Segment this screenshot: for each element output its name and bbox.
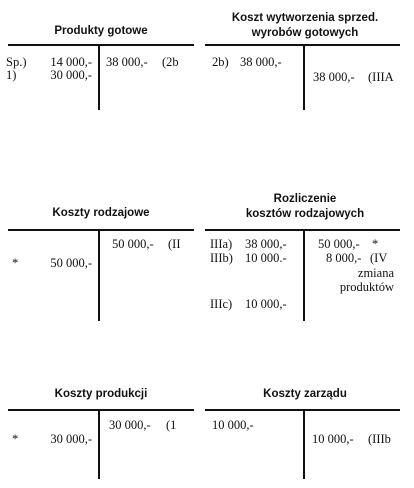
account-title: Koszty zarządu [263, 388, 347, 400]
debit-amount: 14 000,- [50, 55, 92, 69]
account-title-line2: wyrobów gotowych [251, 27, 359, 39]
account-title: Koszty rodzajowe [52, 207, 150, 219]
credit-ref: (IIIb [368, 432, 391, 446]
credit-amount: 50 000,- [112, 237, 154, 251]
credit-amount: 30 000,- [109, 418, 151, 432]
credit-ref: * [372, 237, 379, 251]
account-title-line1: Koszt wytworzenia sprzed. [231, 12, 379, 24]
credit-note: zmiana [357, 266, 394, 280]
credit-amount: 38 000,- [106, 55, 148, 69]
debit-amount: 10 000,- [245, 297, 287, 311]
t-account-vertical-line [303, 229, 305, 321]
t-account-horizontal-line [205, 229, 400, 231]
credit-ref: (2b [162, 55, 179, 69]
debit-amount: 30 000,- [50, 432, 92, 446]
t-account-horizontal-line [205, 409, 400, 411]
debit-ref: * [12, 256, 19, 270]
credit-note: produktów [339, 280, 394, 294]
account-title-line1: Rozliczenie [273, 193, 337, 205]
debit-amount: 30 000,- [50, 68, 92, 82]
t-account-horizontal-line [8, 229, 194, 231]
debit-ref: Sp.) [6, 55, 27, 69]
account-title-line2: kosztów rodzajowych [245, 208, 365, 220]
debit-ref: 1) [6, 68, 17, 82]
debit-amount: 10 000,- [212, 418, 254, 432]
t-account-vertical-line [98, 409, 100, 479]
t-account-horizontal-line [205, 44, 400, 46]
t-account-vertical-line [303, 409, 305, 479]
debit-ref: IIIb) [210, 251, 233, 265]
credit-ref: (1 [166, 418, 177, 432]
credit-ref: (II [168, 237, 181, 251]
t-account-horizontal-line [8, 409, 194, 411]
debit-ref: IIIa) [210, 237, 233, 251]
debit-ref: * [12, 432, 19, 446]
t-account-vertical-line [98, 229, 100, 321]
debit-amount: 10 000.- [245, 251, 287, 265]
t-account-vertical-line [303, 44, 305, 110]
debit-amount: 38 000,- [240, 55, 282, 69]
debit-ref: IIIc) [210, 297, 233, 311]
t-account-vertical-line [98, 44, 100, 110]
credit-amount: 10 000,- [312, 432, 354, 446]
credit-ref: (IIIA [368, 70, 394, 84]
account-title: Koszty produkcji [54, 388, 148, 400]
debit-ref: 2b) [212, 55, 229, 69]
debit-amount: 50 000,- [50, 256, 92, 270]
debit-amount: 38 000,- [245, 237, 287, 251]
credit-ref: (IV [370, 251, 388, 265]
credit-amount: 38 000,- [313, 70, 355, 84]
credit-amount: 50 000,- [318, 237, 360, 251]
t-account-horizontal-line [8, 44, 194, 46]
credit-amount: 8 000,- [326, 251, 362, 265]
account-title: Produkty gotowe [54, 25, 148, 37]
